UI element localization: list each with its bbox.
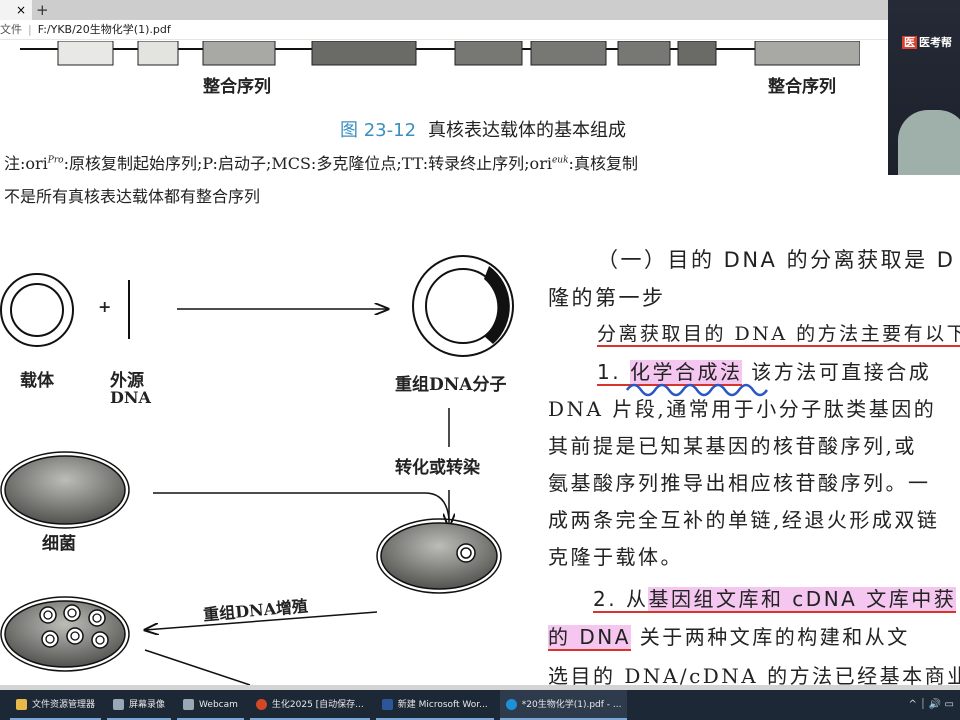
recorder-icon (113, 699, 125, 710)
method-text: 该方法可直接合成 (742, 360, 932, 384)
method-2-line-cont: 的 DNA 关于两种文库的构建和从文 (548, 621, 910, 651)
recombinant-plasmid (412, 255, 514, 357)
note-superscript: Pro (47, 155, 64, 166)
taskbar-label: 生化2025 [自动保存... (271, 700, 364, 710)
transform-label: 转化或转染 (395, 458, 480, 478)
taskbar-label: 新建 Microsoft Wor... (397, 700, 488, 710)
address-bar[interactable]: 文件 | F:/YKB/20生物化学(1).pdf (0, 20, 960, 40)
horizontal-scrollbar[interactable] (0, 685, 960, 690)
taskbar-item-word[interactable]: 新建 Microsoft Wor... (375, 690, 494, 720)
method-1-line: 1. 化学合成法 该方法可直接合成 (597, 356, 932, 386)
figure-note-line2: 不是所有真核表达载体都有整合序列 (4, 187, 261, 206)
taskbar-label: *20生物化学(1).pdf - ... (521, 700, 622, 710)
folder-icon (16, 699, 27, 710)
bacterium (0, 451, 130, 529)
note-text: :真核复制 (568, 154, 638, 173)
note-text: :原核复制起始序列;P:启动子;MCS:多克隆位点;TT:转录终止序列;ori (63, 154, 552, 173)
tab-bar: × + (0, 0, 960, 20)
webcam-logo: 医医考帮 (902, 36, 952, 49)
wavy-annotation (625, 383, 769, 397)
underlined-text: 分离获取目的 DNA 的方法主要有以下 (597, 323, 960, 347)
taskbar-label: 屏幕录像 (129, 700, 166, 710)
bacteria-label: 细菌 (42, 534, 76, 554)
figure-note-line1: 注:oriPro:原核复制起始序列;P:启动子;MCS:多克隆位点;TT:转录终… (4, 150, 638, 174)
cloning-diagram (0, 255, 514, 685)
integration-label-left: 整合序列 (203, 77, 271, 97)
paragraph-line: 克隆于载体。 (548, 545, 683, 569)
highlighted-text: 化学合成法 (629, 360, 743, 384)
amplify-arrow (145, 611, 378, 630)
section-heading: （一）目的 DNA 的分离获取是 D (597, 248, 956, 272)
taskbar-item-pdf[interactable]: *20生物化学(1).pdf - ... (499, 690, 628, 720)
powerpoint-icon (255, 699, 267, 710)
system-tray[interactable]: ^ ⏐ 🔊 ▭ (908, 699, 954, 710)
note-superscript: euk (551, 155, 569, 166)
taskbar-item-recorder[interactable]: 屏幕录像 (107, 690, 172, 720)
section-heading-cont: 隆的第一步 (548, 286, 666, 310)
highlighted-text: 基因组文库和 cDNA 文库中获 (648, 587, 957, 611)
webcam-overlay: 医医考帮 (888, 0, 960, 175)
method-num: 2. 从 (593, 587, 649, 611)
vector-label: 载体 (20, 371, 54, 391)
word-icon (381, 699, 393, 710)
taskbar-item-explorer[interactable]: 文件资源管理器 (10, 690, 102, 720)
plus-sign: + (98, 297, 112, 316)
integration-label-right: 整合序列 (768, 77, 836, 97)
new-tab-button[interactable]: + (36, 1, 49, 19)
figure-caption: 图 23-12 真核表达载体的基本组成 (340, 116, 626, 142)
pdf-page: 整合序列 整合序列 图 23-12 真核表达载体的基本组成 注:oriPro:原核… (0, 41, 960, 685)
tab-close-button[interactable]: × (0, 0, 32, 20)
address-separator: | (28, 23, 32, 36)
highlighted-text: 的 DNA (548, 625, 631, 651)
figure-number: 图 23-12 (340, 120, 417, 141)
foreign-dna-label-1: 外源 (110, 371, 144, 391)
taskbar-label: Webcam (199, 700, 238, 710)
paragraph-line: DNA 片段,通常用于小分子肽类基因的 (548, 397, 937, 421)
foreign-dna-label-2: DNA (110, 388, 151, 407)
presenter (898, 110, 960, 175)
paragraph-line: 分离获取目的 DNA 的方法主要有以下 (597, 319, 960, 347)
amplified-cell (0, 596, 130, 672)
webcam-logo-text: 医考帮 (919, 36, 952, 49)
paragraph-line: 成两条完全互补的单链,经退火形成双链 (548, 508, 940, 532)
address-path[interactable]: F:/YKB/20生物化学(1).pdf (37, 23, 171, 36)
taskbar-item-webcam[interactable]: Webcam (177, 690, 244, 720)
paragraph-line: 其前提是已知某基因的核苷酸序列,或 (548, 434, 917, 458)
vector-structure-strip (20, 41, 860, 66)
taskbar-item-powerpoint[interactable]: 生化2025 [自动保存... (249, 690, 370, 720)
method-text: 关于两种文库的构建和从文 (630, 625, 910, 649)
vector-plasmid (0, 273, 74, 347)
edge-icon (505, 699, 517, 710)
address-label: 文件 (0, 23, 22, 36)
method-2-title: 2. 从基因组文库和 cDNA 文库中获 (593, 587, 957, 613)
taskbar: 文件资源管理器 屏幕录像 Webcam 生化2025 [自动保存... 新建 M… (0, 690, 960, 720)
method-2-line: 2. 从基因组文库和 cDNA 文库中获 (593, 583, 957, 613)
webcam-icon (183, 699, 195, 710)
transformed-cell (376, 518, 502, 594)
figure-title: 真核表达载体的基本组成 (428, 120, 627, 141)
taskbar-label: 文件资源管理器 (32, 700, 96, 710)
bacteria-arrow (153, 492, 450, 521)
paragraph-line: 氨基酸序列推导出相应核苷酸序列。一 (548, 471, 931, 495)
paragraph-line: 选目的 DNA/cDNA 的方法已经基本商业 (548, 664, 960, 685)
note-text: 注:ori (4, 154, 48, 173)
recombinant-label: 重组DNA分子 (395, 375, 507, 395)
method-num: 1. (597, 360, 630, 384)
method-1-title: 1. 化学合成法 (597, 360, 743, 386)
